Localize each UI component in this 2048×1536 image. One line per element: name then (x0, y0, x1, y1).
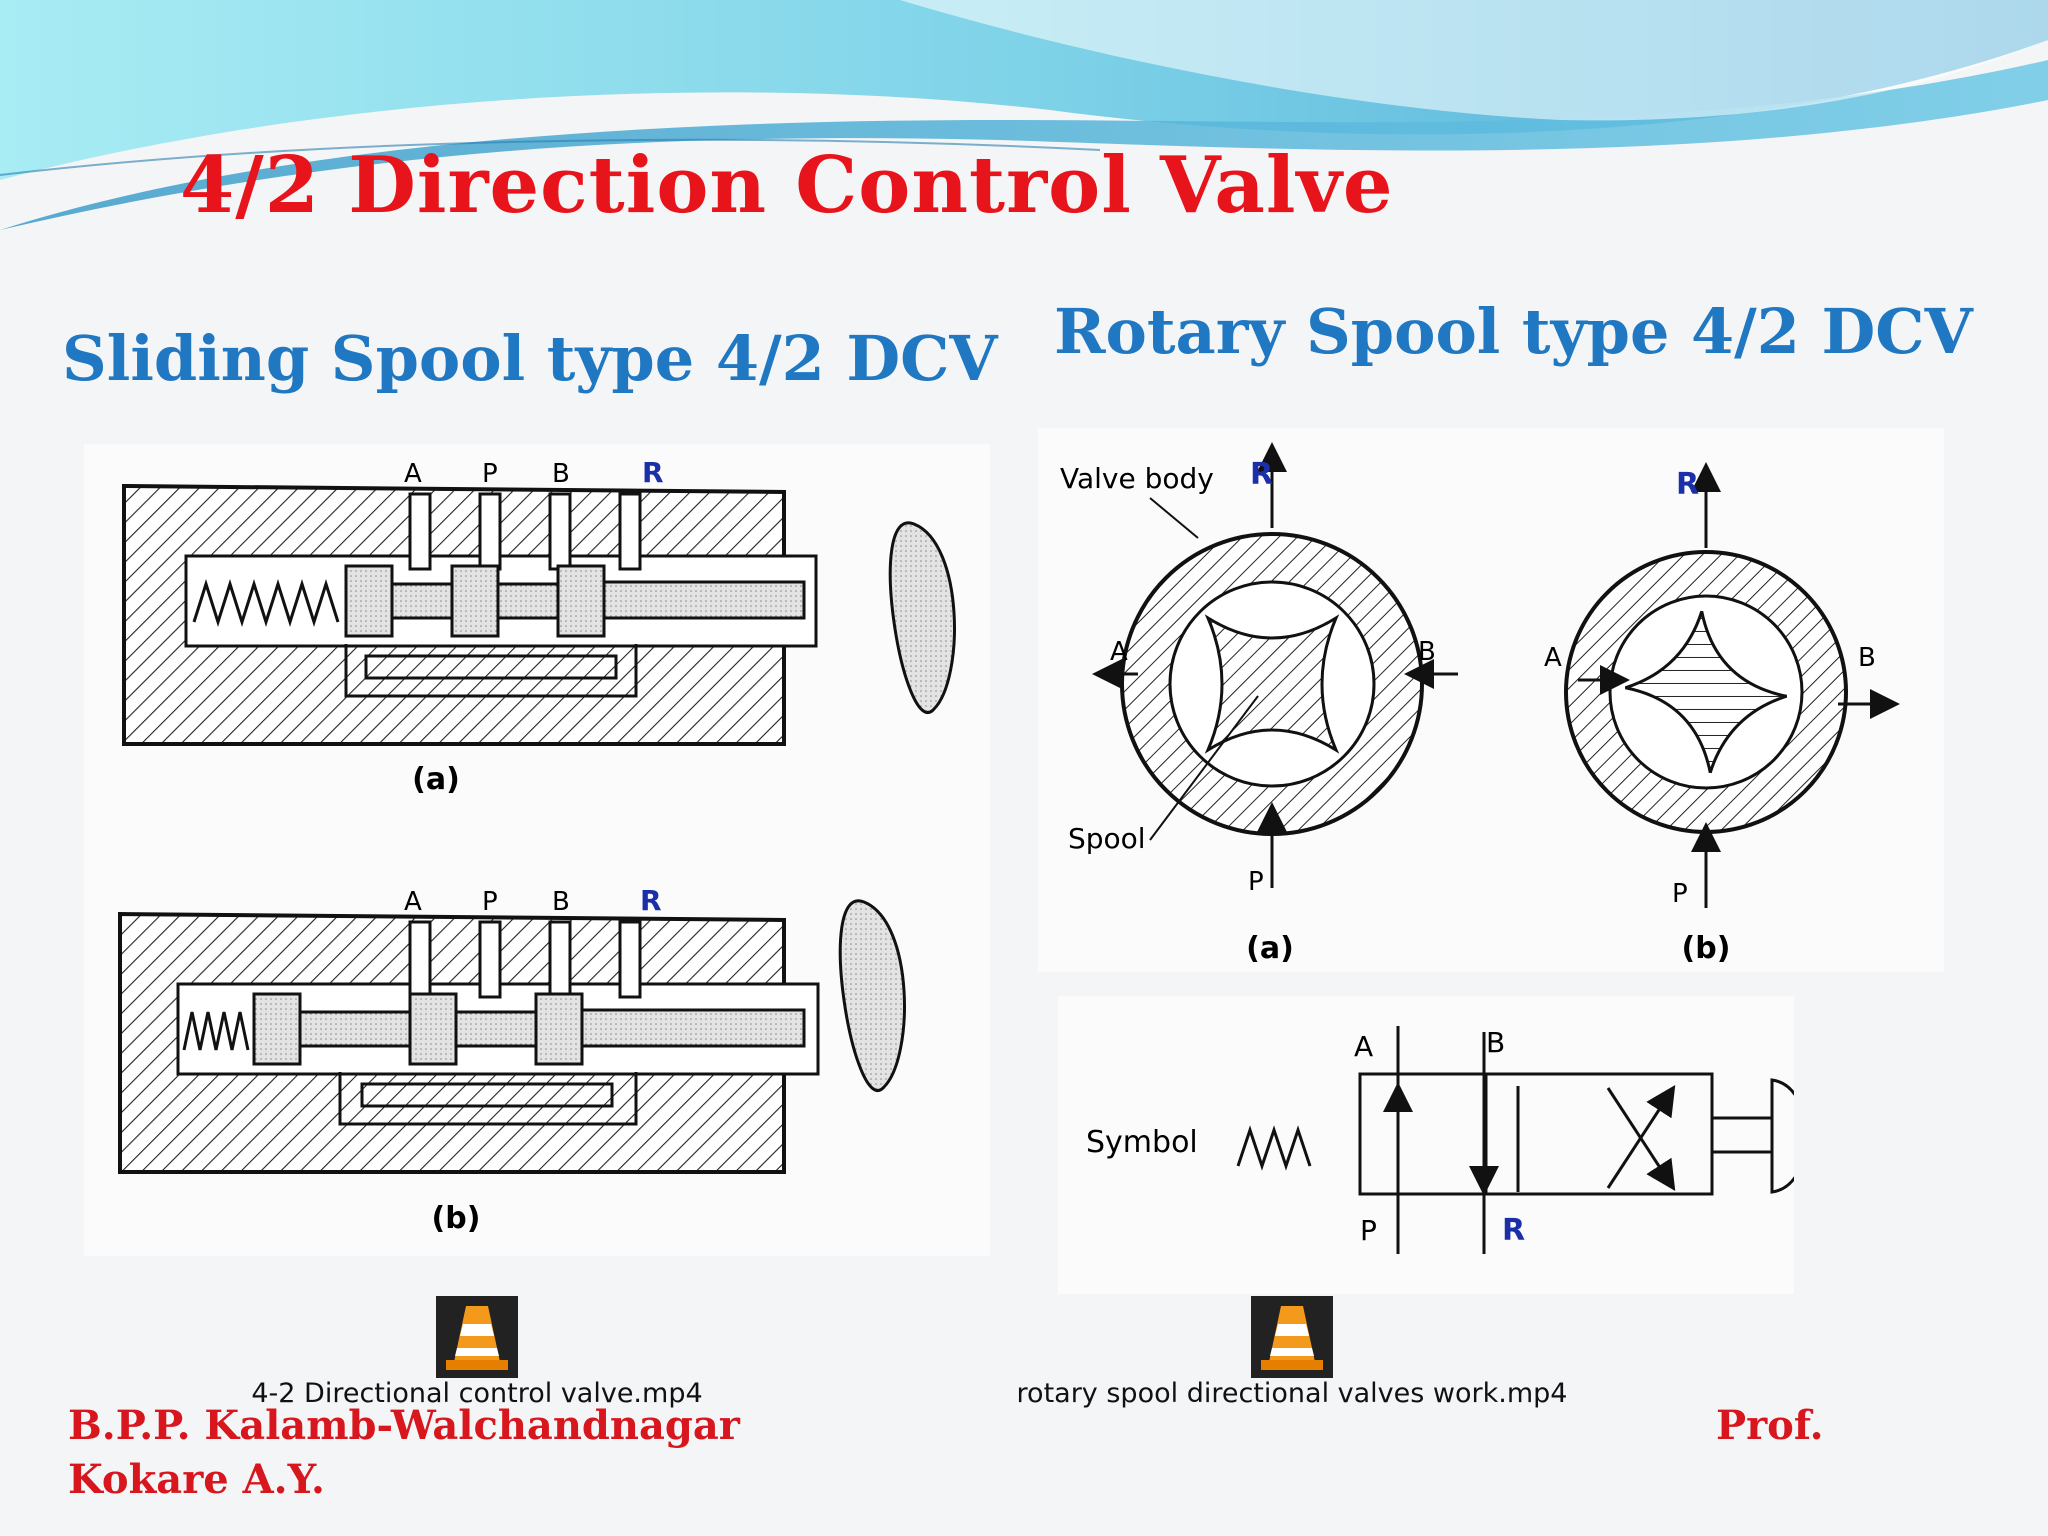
rotary-a-port-a: A (1110, 637, 1128, 667)
symbol-port-p: P (1360, 1214, 1377, 1247)
port-r-label: R (640, 884, 662, 917)
rotary-a-port-r: R (1250, 457, 1273, 492)
port-a-label: A (404, 459, 422, 489)
symbol-port-r: R (1502, 1213, 1525, 1248)
sliding-spool-diagram: A P B R (a) A P B R (84, 444, 990, 1256)
symbol-label: Symbol (1086, 1125, 1198, 1160)
subtitle-sliding-spool: Sliding Spool type 4/2 DCV (62, 322, 998, 395)
media-filename: 4-2 Directional control valve.mp4 (251, 1378, 703, 1409)
media-link-rotary[interactable]: rotary spool directional valves work.mp4 (1002, 1296, 1582, 1409)
port-b-label: B (552, 887, 570, 917)
subtitle-rotary-spool: Rotary Spool type 4/2 DCV (1054, 295, 1973, 368)
rotary-caption-b: (b) (1682, 931, 1731, 966)
rotary-caption-a: (a) (1246, 931, 1294, 966)
symbol-port-b: B (1486, 1026, 1505, 1059)
rotary-b-port-r: R (1676, 467, 1699, 502)
media-filename: rotary spool directional valves work.mp4 (1016, 1378, 1568, 1409)
spool-label: Spool (1068, 822, 1146, 855)
footer-institution: B.P.P. Kalamb-Walchandnagar (68, 1402, 740, 1449)
port-p-label: P (482, 459, 498, 489)
sliding-valve-a: A P B R (a) (122, 456, 956, 797)
symbol-port-a: A (1354, 1030, 1373, 1063)
valve-body-label: Valve body (1060, 462, 1214, 495)
port-a-label: A (404, 887, 422, 917)
vlc-cone-icon (436, 1296, 518, 1378)
valve-symbol-diagram: Symbol A B P R (1058, 996, 1794, 1294)
footer-author: Kokare A.Y. (68, 1456, 325, 1503)
footer-prefix: Prof. (1716, 1402, 1824, 1449)
caption-a: (a) (412, 762, 460, 797)
port-r-label: R (642, 456, 664, 489)
media-link-sliding[interactable]: 4-2 Directional control valve.mp4 (232, 1296, 722, 1409)
rotary-valve-b: A B P R (b) (1544, 462, 1900, 966)
caption-b: (b) (432, 1201, 481, 1236)
rotary-b-port-b: B (1858, 643, 1876, 673)
rotary-b-port-p: P (1672, 879, 1688, 909)
rotary-spool-diagram: Valve body Spool A B P R (a) A B P R (b) (1038, 428, 1944, 972)
vlc-cone-icon (1251, 1296, 1333, 1378)
sliding-valve-b: A P B R (b) (118, 884, 906, 1236)
rotary-a-port-p: P (1248, 867, 1264, 897)
rotary-a-port-b: B (1418, 637, 1436, 667)
port-b-label: B (552, 459, 570, 489)
port-p-label: P (482, 887, 498, 917)
rotary-valve-a: Valve body Spool A B P R (a) (1060, 442, 1458, 966)
slide-title: 4/2 Direction Control Valve (180, 140, 1394, 231)
rotary-b-port-a: A (1544, 643, 1562, 673)
